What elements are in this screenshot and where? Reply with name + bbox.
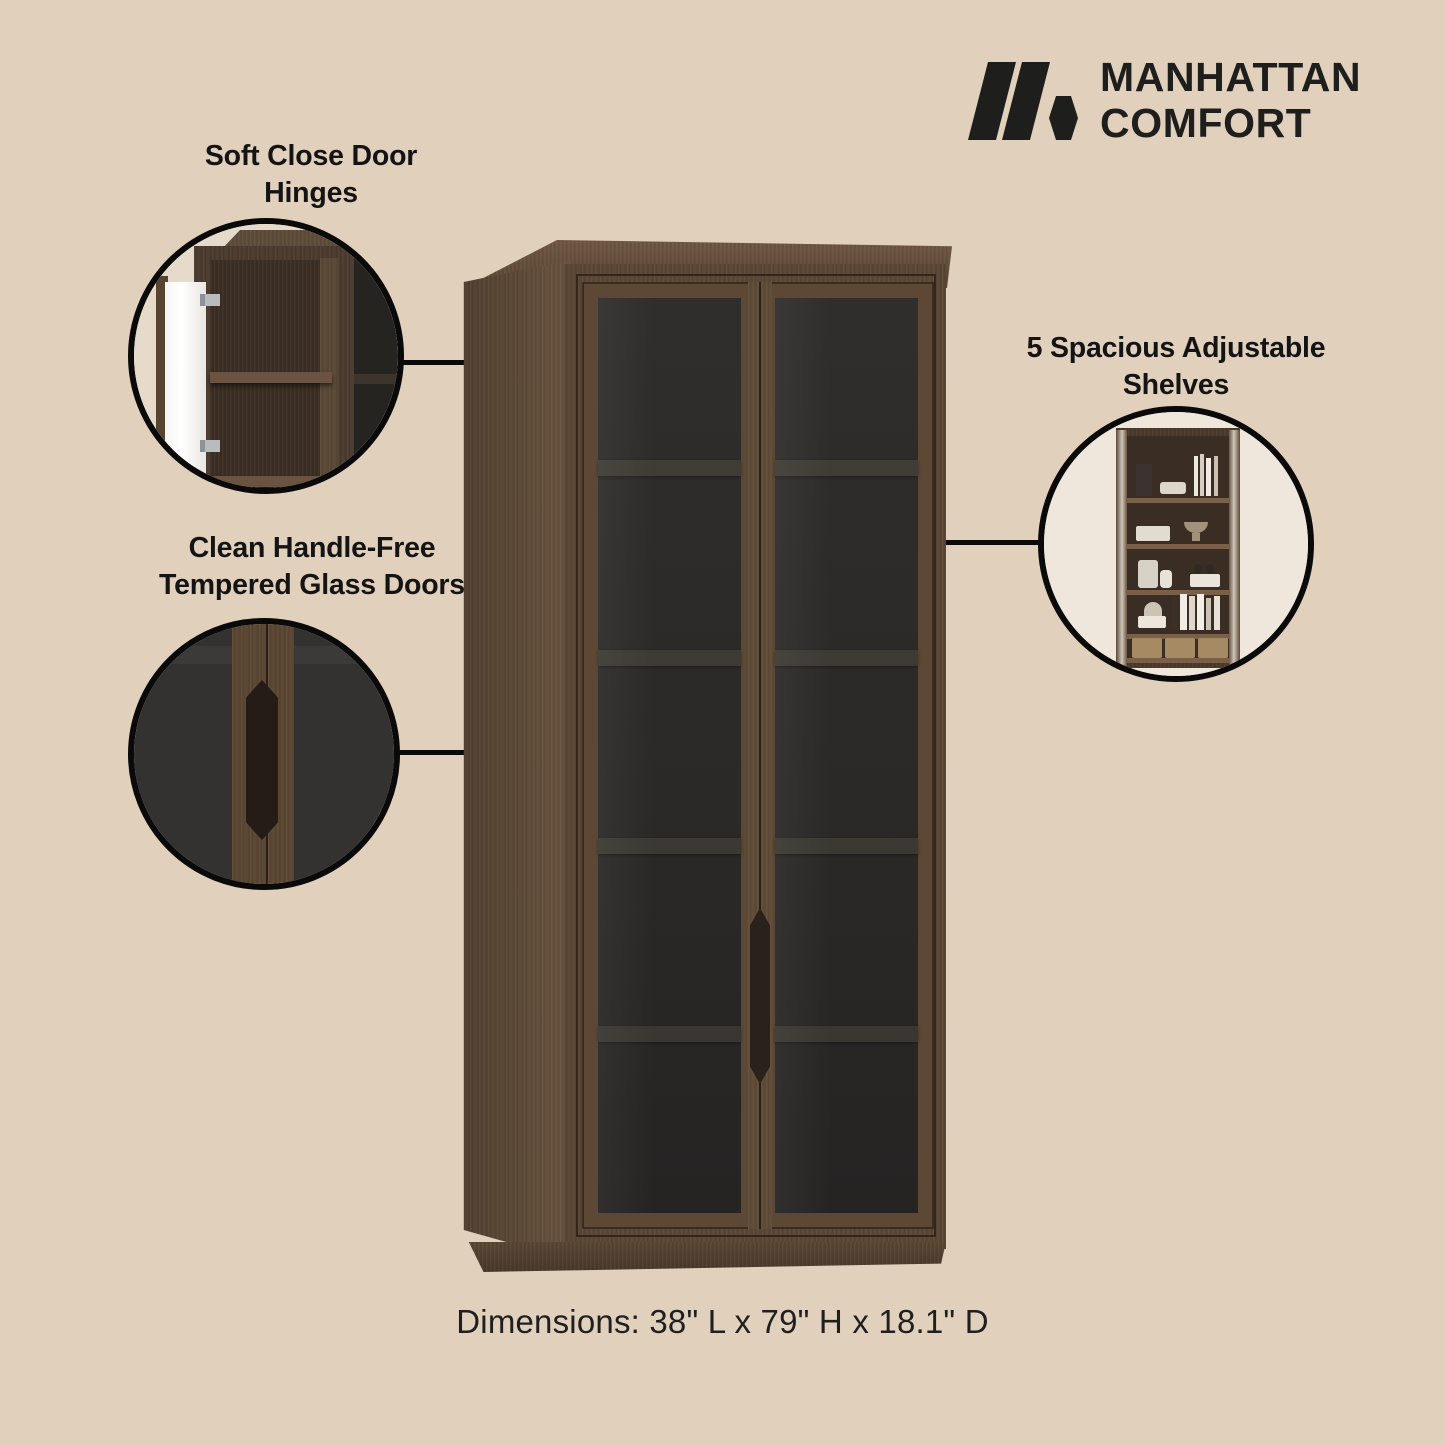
tempered-glass-panel-left	[598, 298, 741, 1213]
manhattan-comfort-mark-icon	[968, 62, 1078, 140]
callout-heading-shelves: 5 Spacious Adjustable Shelves	[1026, 332, 1326, 401]
cabinet-recessed-handle[interactable]	[750, 908, 770, 1084]
brand-name: MANHATTAN COMFORT	[1100, 54, 1361, 146]
callout-heading-handle: Clean Handle-Free Tempered Glass Doors	[159, 532, 465, 601]
callout-bubble-handle	[128, 618, 400, 890]
cabinet-door-right[interactable]	[759, 282, 934, 1229]
dimensions-caption: Dimensions: 38" L x 79" H x 18.1" D	[456, 1303, 989, 1340]
product-cabinet	[452, 240, 952, 1272]
cabinet-side-panel	[463, 260, 570, 1260]
shelves-detail-illustration	[1044, 412, 1308, 676]
leader-line-shelves	[908, 540, 1044, 545]
callout-heading-hinges: Soft Close Door Hinges	[204, 140, 418, 209]
recessed-handle-groove	[246, 680, 278, 840]
brand-name-line2: COMFORT	[1100, 100, 1312, 146]
callout-bubble-shelves	[1038, 406, 1314, 682]
hinge-detail-illustration	[134, 224, 398, 488]
cabinet-frame-inset	[576, 274, 936, 1237]
cabinet-door-left[interactable]	[582, 282, 757, 1229]
callout-bubble-hinges	[128, 218, 404, 494]
leader-line-hinges	[396, 360, 524, 365]
brand-logo: MANHATTAN COMFORT	[968, 54, 1361, 156]
open-door-panel	[165, 282, 206, 476]
brand-name-line1: MANHATTAN	[1100, 54, 1362, 100]
cabinet-door-seam	[759, 282, 761, 1229]
tempered-glass-panel-right	[775, 298, 918, 1213]
hinge-lower	[200, 440, 220, 452]
handle-detail-illustration	[134, 624, 394, 884]
hinge-upper	[200, 294, 220, 306]
cabinet-base-plinth	[468, 1242, 946, 1272]
